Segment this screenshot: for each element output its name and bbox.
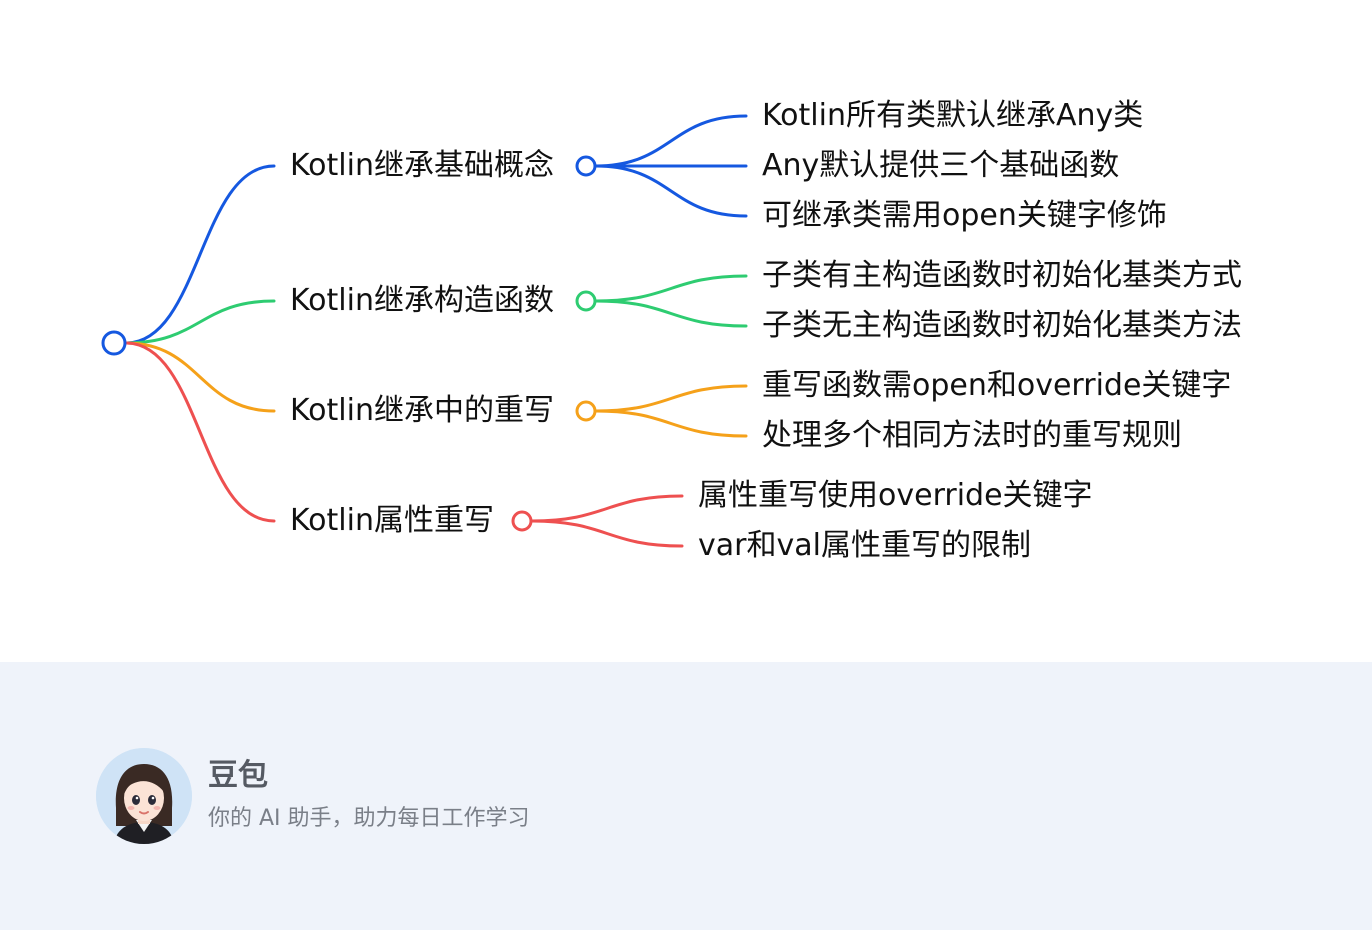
branch-1-node-circle (575, 155, 597, 177)
mindmap-canvas: Kotlin继承基础概念 Kotlin继承构造函数 Kotlin继承中的重写 K… (101, 98, 1242, 563)
brand-tagline: 你的 AI 助手，助力每日工作学习 (208, 806, 530, 831)
connector-branch-4-leaf-2 (530, 519, 684, 548)
leaf-1-1-label[interactable]: Kotlin所有类默认继承Any类 (762, 98, 1144, 133)
connector-branch-3-leaf-1 (594, 384, 748, 413)
connector-root-branch-4 (124, 341, 276, 523)
connector-branch-1-leaf-1 (594, 114, 748, 168)
connector-root-branch-2 (124, 299, 276, 345)
branch-2-label[interactable]: Kotlin继承构造函数 (290, 283, 554, 318)
connector-root-branch-1 (124, 164, 276, 345)
leaf-2-2-label[interactable]: 子类无主构造函数时初始化基类方法 (762, 308, 1242, 343)
connector-branch-2-leaf-1 (594, 274, 748, 303)
branch-3-node-circle (575, 400, 597, 422)
branch-1-label[interactable]: Kotlin继承基础概念 (290, 148, 554, 183)
avatar-illustration (96, 748, 192, 844)
branch-4-label[interactable]: Kotlin属性重写 (290, 503, 494, 538)
leaf-4-1-label[interactable]: 属性重写使用override关键字 (698, 478, 1093, 513)
connector-branch-2-leaf-2 (594, 299, 748, 328)
footer-panel: 豆包 你的 AI 助手，助力每日工作学习 (0, 662, 1372, 930)
leaf-3-2-label[interactable]: 处理多个相同方法时的重写规则 (762, 418, 1182, 453)
leaf-1-2-label[interactable]: Any默认提供三个基础函数 (762, 148, 1120, 183)
connector-branch-1-leaf-3 (594, 164, 748, 218)
avatar (96, 748, 192, 844)
branch-3-label[interactable]: Kotlin继承中的重写 (290, 393, 554, 428)
branch-4-node-circle (511, 510, 533, 532)
brand-name: 豆包 (208, 758, 268, 793)
mindmap-connectors (101, 114, 748, 548)
leaf-4-2-label[interactable]: var和val属性重写的限制 (698, 528, 1031, 563)
root-node-circle (101, 330, 127, 356)
leaf-1-3-label[interactable]: 可继承类需用open关键字修饰 (762, 198, 1167, 233)
connector-branch-4-leaf-1 (530, 494, 684, 523)
leaf-3-1-label[interactable]: 重写函数需open和override关键字 (762, 368, 1232, 403)
connector-branch-3-leaf-2 (594, 409, 748, 438)
connector-root-branch-3 (124, 341, 276, 413)
leaf-2-1-label[interactable]: 子类有主构造函数时初始化基类方式 (762, 258, 1242, 293)
branch-2-node-circle (575, 290, 597, 312)
